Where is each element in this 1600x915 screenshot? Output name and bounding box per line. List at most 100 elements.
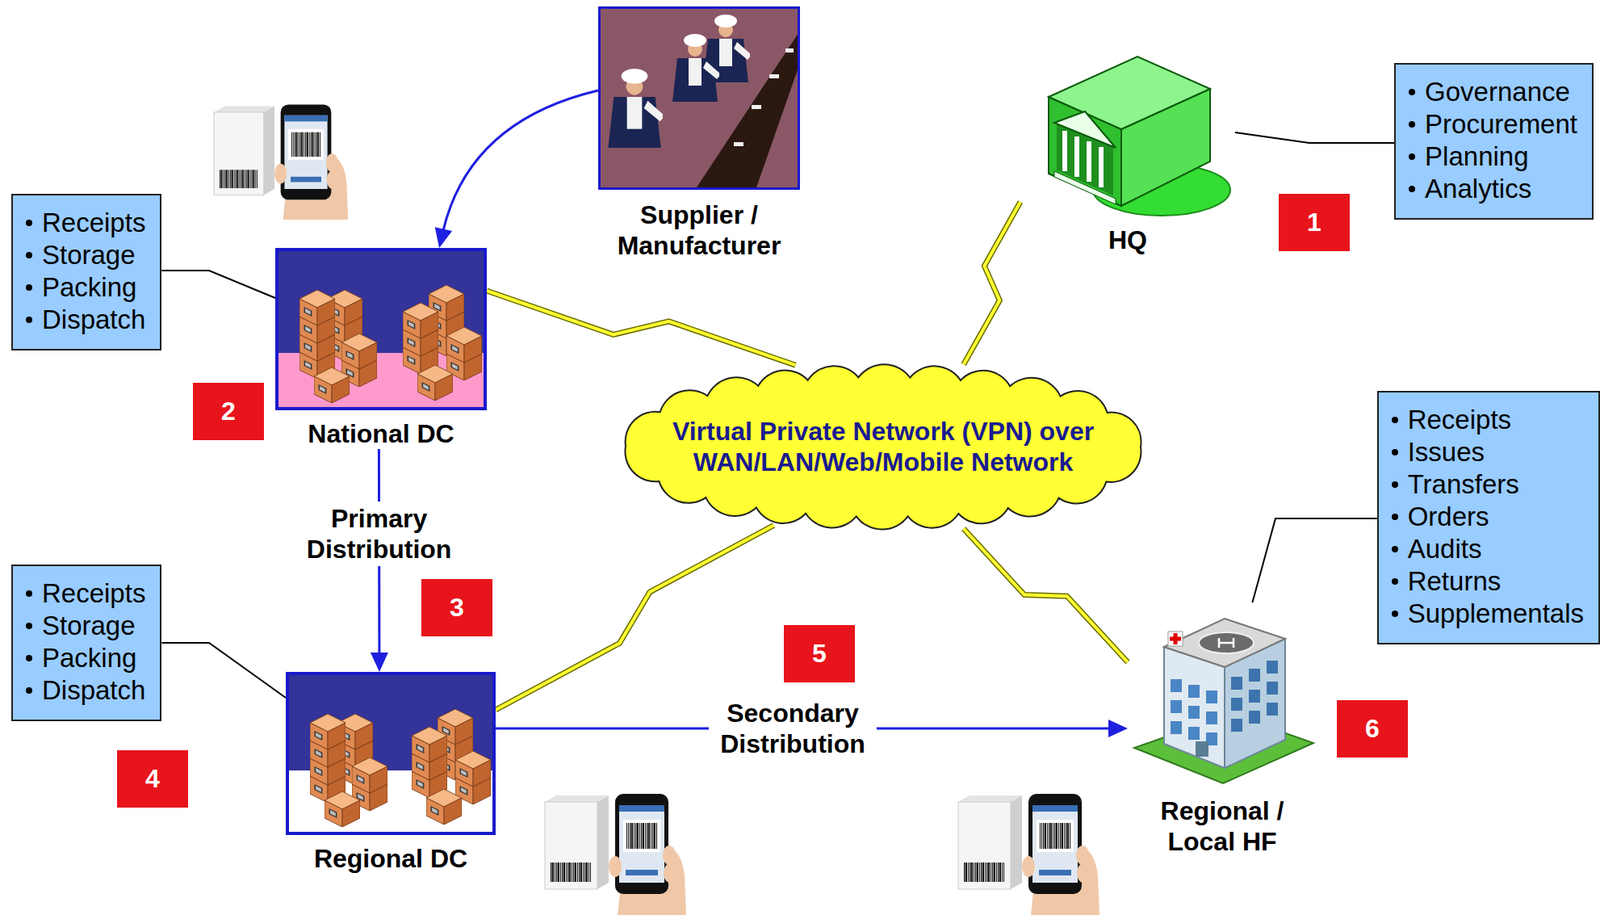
- list-item: Packing: [25, 271, 146, 304]
- list-item: Dispatch: [25, 303, 146, 336]
- list-text: Packing: [41, 271, 137, 304]
- list-item: Receipts: [1391, 403, 1584, 436]
- list-item: Receipts: [25, 206, 146, 239]
- list-text: Transfers: [1407, 468, 1520, 501]
- node-label: Supplier / Manufacturer: [598, 199, 800, 261]
- bullet-dot: [25, 316, 33, 323]
- list-text: Receipts: [41, 206, 146, 239]
- list-text: Audits: [1407, 532, 1483, 566]
- bolt-outline: [963, 528, 1128, 662]
- bullet-dot: [1391, 416, 1399, 424]
- bullet-dot: [1391, 448, 1399, 456]
- list-item: Governance: [1408, 75, 1578, 109]
- leader-path: [1235, 132, 1395, 143]
- arrow-shaft: [442, 90, 599, 233]
- callout-number: 3: [421, 578, 493, 637]
- list-text: Orders: [1407, 500, 1490, 533]
- cloud-text-block: Virtual Private Network (VPN) over WAN/L…: [657, 415, 1110, 478]
- callout-number: 4: [117, 749, 189, 808]
- list-item: Supplementals: [1391, 597, 1584, 630]
- list-text: Packing: [41, 641, 137, 675]
- health-facility: Regional / Local HF: [1127, 602, 1317, 857]
- network-link: [963, 201, 1021, 365]
- list-text: Procurement: [1424, 108, 1578, 141]
- list-text: Governance: [1424, 75, 1571, 109]
- picture-instance: [275, 247, 487, 411]
- picture-instance: [598, 6, 800, 190]
- leader-path: [1252, 518, 1377, 603]
- bullet-dot: [25, 654, 33, 662]
- cloud-label: Virtual Private Network (VPN) over WAN/L…: [657, 415, 1110, 478]
- list-text: Storage: [41, 238, 136, 272]
- network-cloud: Virtual Private Network (VPN) over WAN/L…: [609, 360, 1157, 533]
- graphic-part: [958, 793, 1100, 915]
- node-label: National DC: [275, 418, 487, 449]
- node-picture: [1127, 602, 1317, 786]
- picture-instance: [285, 671, 496, 835]
- node-label: Regional / Local HF: [1141, 795, 1303, 857]
- node-picture: [1020, 40, 1236, 220]
- list-item: Analytics: [1408, 172, 1578, 206]
- leader-path: [161, 270, 276, 298]
- arrow-head: [370, 652, 389, 672]
- list-text: Receipts: [1407, 403, 1512, 436]
- list-text: Storage: [41, 609, 136, 642]
- list-text: Planning: [1424, 140, 1529, 173]
- bullet-dot: [1408, 88, 1416, 96]
- callout-number: 1: [1278, 193, 1350, 252]
- hq-node: HQ: [1020, 40, 1236, 256]
- picture-instance: [1134, 618, 1314, 784]
- list-item: Transfers: [1391, 468, 1584, 501]
- network-link: [495, 525, 774, 711]
- supplier-node: Supplier / Manufacturer: [598, 6, 800, 261]
- leader-line: [1252, 518, 1377, 603]
- bullet-dot: [1391, 610, 1399, 617]
- graphic-part: [544, 793, 687, 915]
- list-item: Audits: [1391, 532, 1584, 566]
- list-text: Issues: [1407, 435, 1485, 469]
- network-link: [963, 528, 1128, 662]
- list-text: Returns: [1407, 565, 1502, 598]
- bullet-dot: [1408, 153, 1416, 160]
- leader-line: [161, 642, 286, 698]
- list-item: Issues: [1391, 435, 1584, 469]
- list-text: Dispatch: [41, 303, 146, 336]
- bolt-core: [963, 528, 1128, 662]
- bullet-dot: [25, 219, 33, 227]
- cloud-shape: [624, 364, 1141, 529]
- bolt-outline: [963, 201, 1021, 365]
- bolt-outline: [495, 525, 774, 711]
- list-item: Storage: [25, 238, 146, 272]
- bolt-core: [486, 290, 796, 365]
- barcode-scanner-phone: [954, 785, 1108, 915]
- info-box: ReceiptsIssuesTransfersOrdersAuditsRetur…: [1377, 390, 1600, 645]
- list-item: Procurement: [1408, 108, 1578, 141]
- leader-path: [161, 642, 286, 698]
- leader-line: [1235, 132, 1395, 143]
- bullet-dot: [1408, 185, 1416, 193]
- bullet-dot: [1408, 121, 1416, 128]
- network-link: [486, 290, 796, 365]
- list-item: Dispatch: [25, 674, 146, 707]
- info-box: GovernanceProcurementPlanningAnalytics: [1394, 62, 1594, 220]
- bullet-dot: [1391, 481, 1399, 488]
- flow-arrow: [435, 90, 599, 248]
- list-text: Analytics: [1424, 172, 1532, 206]
- arrow-head: [1108, 719, 1128, 738]
- bullet-dot: [25, 284, 33, 291]
- info-box: ReceiptsStoragePackingDispatch: [11, 193, 162, 351]
- barcode-scanner-phone: [209, 96, 357, 220]
- picture-instance: [1048, 56, 1231, 216]
- list-item: Orders: [1391, 500, 1584, 533]
- barcode-scanner-phone: [540, 785, 695, 915]
- node-picture: [285, 671, 496, 835]
- list-item: Planning: [1408, 140, 1578, 173]
- bolt-outline: [486, 290, 796, 365]
- bullet-dot: [1391, 578, 1399, 585]
- node-label: Regional DC: [285, 842, 496, 874]
- distribution-centre: Regional DC: [285, 671, 496, 874]
- list-item: Storage: [25, 609, 146, 642]
- distribution-centre: National DC: [275, 247, 487, 449]
- edge-label: Primary Distribution: [295, 501, 464, 566]
